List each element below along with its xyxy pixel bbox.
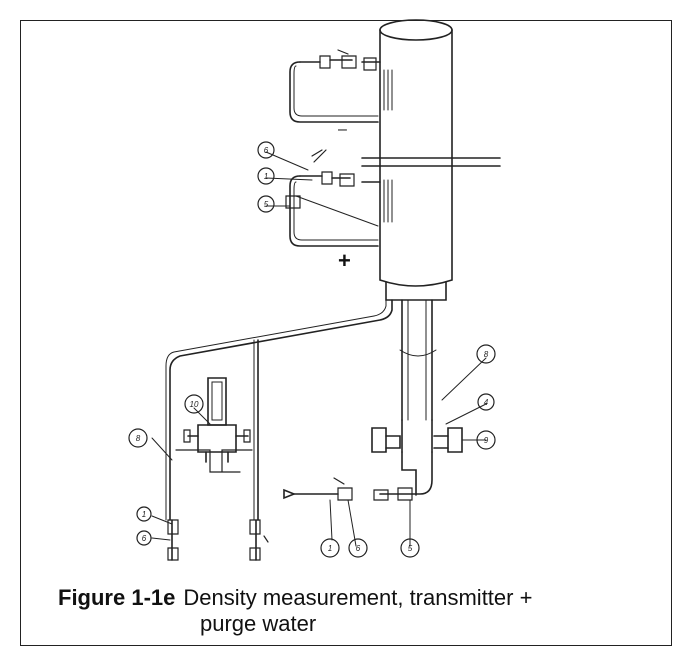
transmitter-manifold bbox=[183, 377, 251, 463]
callout-6: 6 bbox=[264, 146, 269, 155]
callout-5: 5 bbox=[264, 200, 269, 209]
callout-4: 4 bbox=[484, 398, 489, 407]
figure-frame bbox=[20, 20, 672, 646]
minus-sign: – bbox=[338, 121, 347, 138]
callout-6-lower: 6 bbox=[142, 534, 147, 543]
callout-8: 8 bbox=[484, 350, 489, 359]
caption-line-1: Density measurement, transmitter + bbox=[183, 585, 533, 610]
callout-6-bottom: 6 bbox=[356, 544, 361, 553]
callout-1-bottom: 1 bbox=[328, 544, 332, 553]
callout-1: 1 bbox=[264, 172, 268, 181]
vessel bbox=[361, 19, 501, 421]
callout-8-left: 8 bbox=[136, 434, 141, 443]
technical-drawing: 6 1 5 8 10 4 9 1 6 1 6 5 8 – + bbox=[128, 19, 501, 561]
purge-water-inlet bbox=[283, 477, 353, 501]
callout-leaders bbox=[151, 151, 487, 547]
caption-line-2: purge water bbox=[200, 611, 317, 636]
upper-pipe-loop bbox=[289, 49, 381, 123]
figure-number: Figure 1-1e bbox=[58, 585, 176, 610]
plus-sign: + bbox=[338, 248, 351, 273]
callout-9: 9 bbox=[484, 436, 489, 445]
callout-circles bbox=[128, 141, 496, 558]
callout-5-bottom: 5 bbox=[408, 544, 413, 553]
lower-pipe-loop bbox=[285, 149, 381, 247]
impulse-lines bbox=[165, 295, 393, 521]
right-transmitters bbox=[371, 419, 463, 501]
callout-10: 10 bbox=[190, 400, 199, 409]
callout-1-lower: 1 bbox=[142, 510, 146, 519]
drains bbox=[167, 519, 269, 561]
figure-caption: Figure 1-1e Density measurement, transmit… bbox=[58, 585, 638, 637]
